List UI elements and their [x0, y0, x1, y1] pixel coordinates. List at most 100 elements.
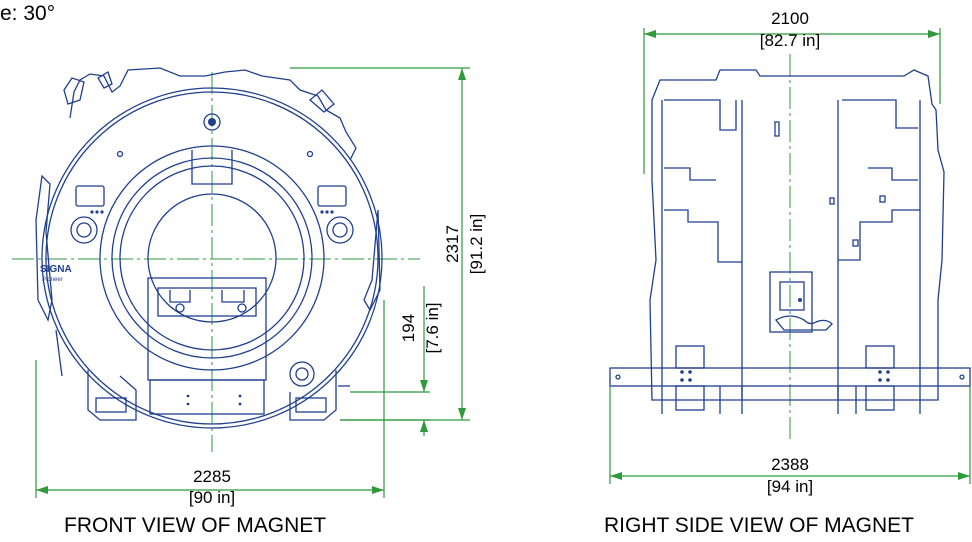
front-bore-outer-ring [99, 145, 325, 371]
side-rail-bolt-7 [886, 370, 890, 374]
front-right-led-3 [330, 210, 334, 214]
front-height-arrow-bottom [458, 408, 466, 420]
front-height-mm: 2317 [443, 225, 462, 263]
front-quench-port-inner [295, 367, 309, 381]
front-height-arrow-top [458, 68, 466, 80]
side-rail-bolt-8 [886, 378, 890, 382]
side-top-mm: 2100 [771, 9, 809, 28]
front-table-pin-right [237, 303, 247, 313]
side-rail-bolt-5 [878, 370, 882, 374]
front-right-control-knob-center [332, 222, 348, 238]
front-table-base [149, 379, 265, 415]
side-rail-bolt-2 [680, 378, 684, 382]
front-right-panel [363, 209, 381, 312]
front-offset-arrow-bottom [420, 420, 428, 432]
side-foot-right-top [865, 345, 895, 369]
front-base-bolt-3 [238, 394, 242, 398]
side-foot-right-bottom [865, 385, 895, 411]
front-width-mm: 2285 [193, 467, 231, 486]
front-view: SIGNA Pioneer [12, 67, 486, 507]
front-left-control-knob-center [76, 222, 92, 238]
side-slot-1 [774, 121, 780, 137]
front-logo: SIGNA [40, 264, 72, 275]
side-left-top-notch [664, 99, 737, 131]
side-rail-hole-right [959, 374, 965, 380]
side-bottom-in: [94 in] [767, 477, 813, 496]
side-rail-bolt-3 [688, 370, 692, 374]
side-left-mid-step [664, 209, 742, 263]
side-cable-bracket [769, 271, 813, 333]
side-bottom-arrow-left [610, 472, 622, 480]
front-base-bolt-2 [186, 402, 190, 406]
header-partial-text: e: 30° [0, 2, 56, 25]
front-offset-mm: 194 [399, 314, 418, 342]
front-width-arrow-right [372, 486, 384, 494]
side-cable-loop [775, 315, 833, 331]
side-rail-bolt-1 [680, 370, 684, 374]
front-offset-in: [7.6 in] [423, 302, 442, 353]
side-cable-clip [798, 298, 802, 302]
front-left-panel [35, 174, 53, 322]
side-top-arrow-left [644, 30, 656, 38]
side-bottom-arrow-right [958, 472, 970, 480]
front-screw-right [306, 150, 314, 158]
front-right-display [317, 185, 347, 207]
front-bore-ring-2 [111, 157, 313, 359]
side-view-caption: RIGHT SIDE VIEW OF MAGNET [604, 514, 914, 537]
front-left-display [75, 185, 105, 207]
front-bore-notch [191, 150, 233, 185]
front-table-rails [169, 290, 245, 303]
front-foot-right [289, 370, 337, 421]
front-top-housing [69, 67, 357, 161]
front-bore-inner [147, 193, 277, 323]
front-top-bracket-right [308, 89, 335, 113]
front-quench-port [289, 361, 315, 387]
front-base-bolt-4 [238, 402, 242, 406]
side-base-rail [609, 367, 971, 387]
side-rail-bolt-4 [688, 378, 692, 382]
front-top-emblem [203, 113, 221, 131]
side-cable-bracket-window [779, 281, 805, 311]
side-top-arrow-right [928, 30, 940, 38]
front-right-control-knob [326, 216, 354, 244]
side-slot-3 [879, 195, 886, 203]
side-slot-2 [829, 197, 835, 205]
front-left-edge-detail [55, 329, 63, 377]
side-right-ledge [868, 167, 918, 181]
front-top-bracket-left [63, 77, 85, 105]
side-foot-left-top [675, 345, 705, 369]
front-outer-shell [41, 87, 383, 429]
front-foot-left-pad [95, 397, 127, 413]
front-offset-arrow-top [420, 380, 428, 392]
front-left-led-1 [90, 210, 94, 214]
front-right-led-1 [320, 210, 324, 214]
front-foot-left [87, 370, 137, 421]
front-base-bolt-1 [186, 394, 190, 398]
front-screw-left [116, 150, 124, 158]
front-right-led-2 [325, 210, 329, 214]
front-table-pin-left [175, 303, 185, 313]
side-right-mid-step [838, 209, 920, 261]
front-table-top [157, 287, 257, 317]
front-height-in: [91.2 in] [467, 214, 486, 275]
front-bore-ring-3 [119, 165, 305, 351]
front-top-emblem-dot [208, 118, 216, 126]
front-left-led-2 [95, 210, 99, 214]
front-patient-table [147, 277, 267, 381]
side-right-top-notch [842, 99, 918, 129]
front-left-led-3 [100, 210, 104, 214]
side-body-outline [649, 69, 945, 401]
side-left-ledge [664, 167, 716, 181]
front-top-bracket [97, 71, 113, 89]
side-rail-hole-left [615, 374, 621, 380]
side-slot-4 [852, 239, 859, 247]
side-bottom-mm: 2388 [771, 455, 809, 474]
front-foot-right-pad [295, 397, 327, 413]
side-rail-bolt-6 [878, 378, 882, 382]
front-logo-sub: Pioneer [42, 277, 63, 283]
front-width-arrow-left [36, 486, 48, 494]
side-top-in: [82.7 in] [760, 31, 821, 50]
side-view: 2100 [82.7 in] 2388 [94 in] [609, 9, 971, 496]
